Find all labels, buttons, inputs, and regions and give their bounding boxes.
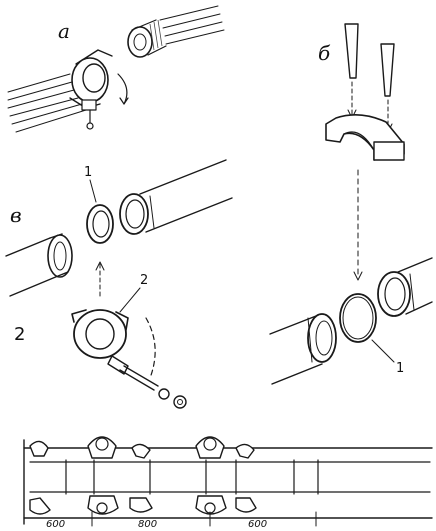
label-left-2: 2 <box>14 324 25 345</box>
label-right-1: 1 <box>396 361 404 376</box>
label-b: б <box>318 41 331 65</box>
label-v: в <box>10 203 22 227</box>
wedge-right <box>380 43 395 97</box>
pipe-left-v <box>5 233 73 297</box>
sealing-ring <box>339 293 377 343</box>
pipe-left-r <box>269 313 337 385</box>
dimension-2: 800 <box>138 519 157 530</box>
hose-left <box>7 73 87 133</box>
dimension-3: 600 <box>248 519 267 530</box>
clamp-row-bottom <box>29 495 257 515</box>
hinged-clamp <box>71 309 187 409</box>
label-clamp-2: 2 <box>140 273 148 288</box>
fitting-a <box>127 5 225 58</box>
panel-a: а <box>7 5 225 133</box>
clamp-row-top <box>29 436 255 459</box>
pipe-right-r <box>377 257 433 317</box>
panel-b: б <box>318 23 405 281</box>
panel-joint-right: 1 <box>269 257 433 385</box>
label-a: а <box>58 19 70 43</box>
wedge-left <box>344 23 359 79</box>
panel-v: в 1 <box>5 159 233 297</box>
pipeline-assembly: 600 800 600 <box>23 436 433 530</box>
pipe-right-v <box>119 159 233 235</box>
label-ring-1: 1 <box>84 165 92 180</box>
dimension-1: 600 <box>46 519 65 530</box>
clamp-a <box>69 49 113 130</box>
rotation-arrow-a <box>117 73 128 105</box>
half-clamp <box>325 114 405 161</box>
rotation-arrow-clamp <box>145 317 156 379</box>
ring-1 <box>86 204 114 244</box>
panel-clamp-2: 2 2 <box>14 273 187 409</box>
